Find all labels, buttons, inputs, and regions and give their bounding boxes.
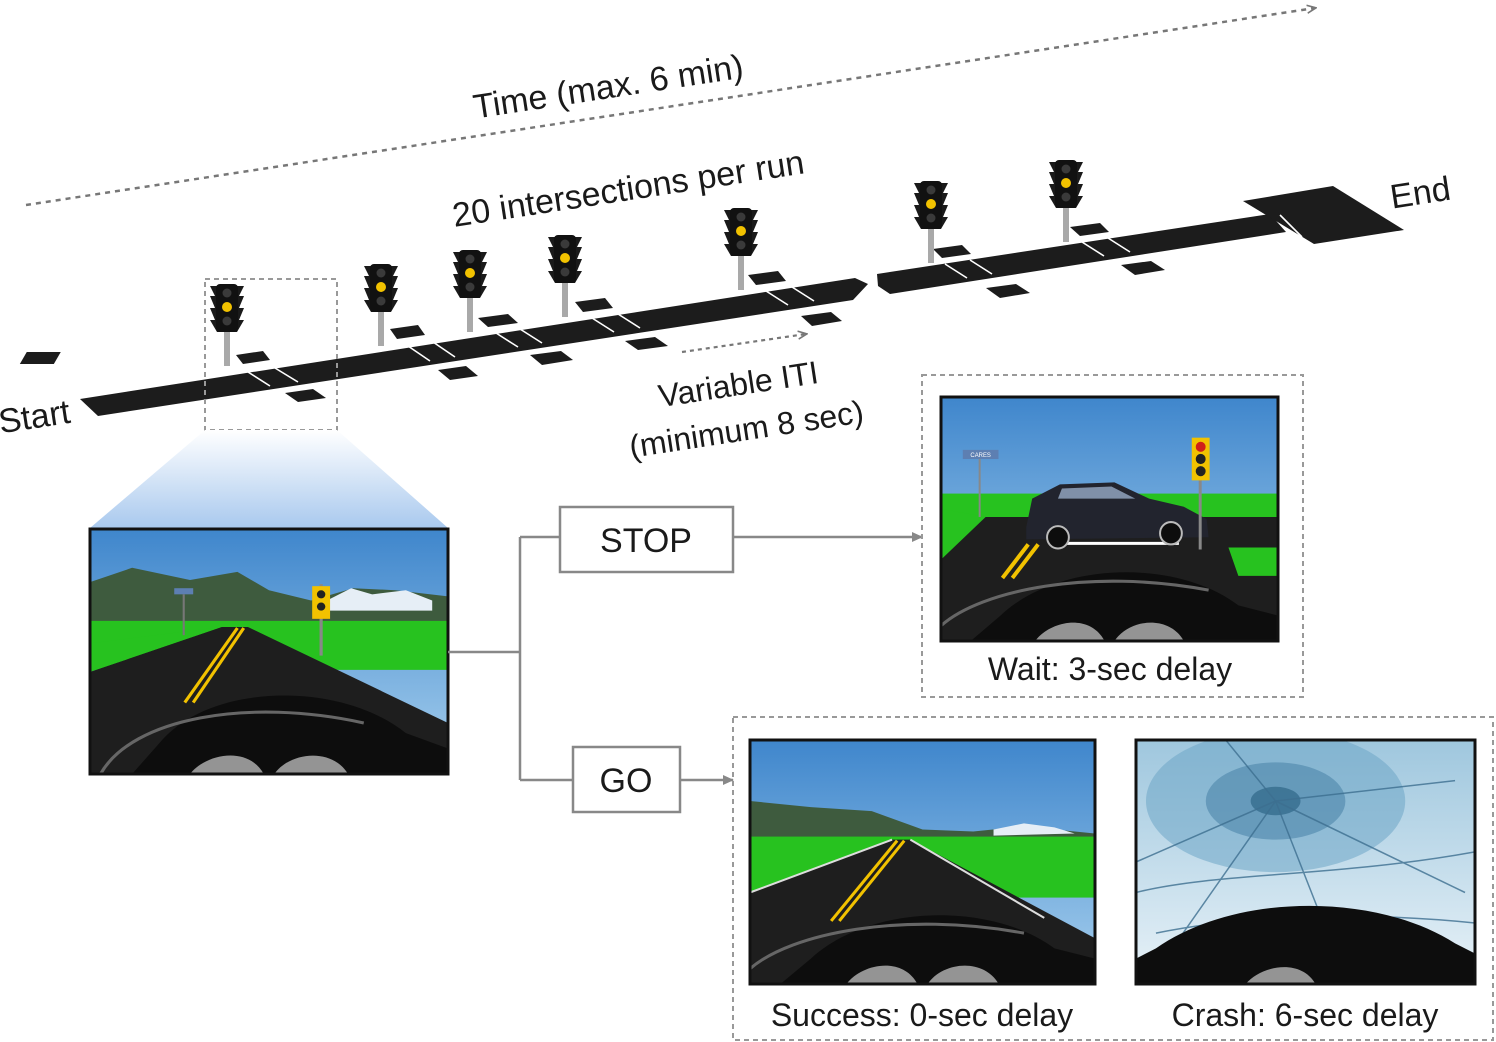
- stop-box: [558, 505, 735, 574]
- crosswalk-lines: [247, 214, 1303, 387]
- stop-outcome-panel: [921, 374, 1304, 698]
- zoom-funnel: [90, 430, 448, 528]
- traffic-light-icon: [364, 264, 398, 346]
- road-track: [19, 186, 1404, 416]
- wait-scene-image: CARES: [939, 395, 1280, 643]
- road-segment-1: [80, 278, 868, 416]
- zoom-highlight-box: [204, 278, 338, 431]
- iti-arrow: [681, 334, 806, 354]
- end-label: End: [1388, 170, 1454, 217]
- time-label: Time (max. 6 min): [471, 48, 746, 127]
- traffic-light-icon: [210, 284, 244, 366]
- time-axis-line: [25, 8, 1315, 207]
- go-outcome-panel: [732, 716, 1494, 1041]
- end-block: [1243, 186, 1404, 244]
- intersection-view-image: [88, 527, 450, 776]
- scene-sign-text: CARES: [970, 453, 990, 459]
- go-box: [571, 745, 682, 814]
- success-scene-image: [748, 738, 1097, 986]
- crash-scene-image: [1134, 738, 1477, 986]
- intersection-stubs: [236, 223, 1165, 402]
- success-caption: Success: 0-sec delay: [771, 997, 1073, 1033]
- wait-caption: Wait: 3-sec delay: [988, 651, 1232, 687]
- stop-label: STOP: [600, 522, 692, 560]
- decision-connectors: [448, 532, 923, 785]
- go-label: GO: [600, 762, 653, 800]
- crash-caption: Crash: 6-sec delay: [1172, 997, 1439, 1033]
- start-label: Start: [0, 393, 73, 442]
- traffic-light-icon: [548, 235, 582, 317]
- road-segment-2: [877, 214, 1286, 294]
